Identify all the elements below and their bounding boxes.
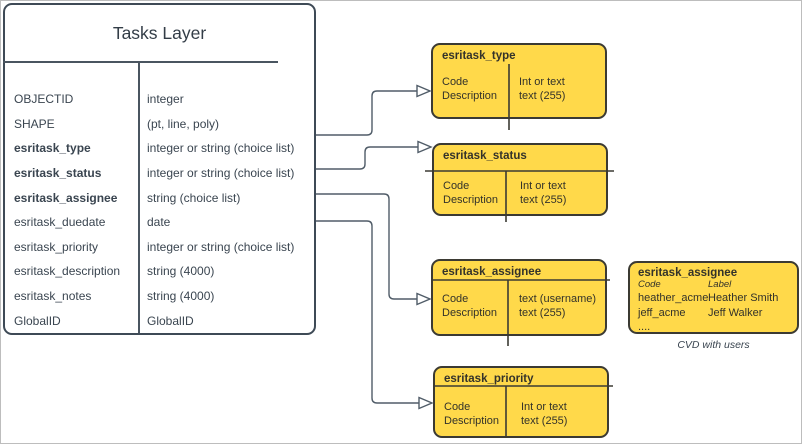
field-name: esritask_assignee — [14, 190, 118, 205]
table-row: esritask_assignee string (choice list) — [5, 185, 314, 210]
cell: Code — [442, 76, 469, 88]
arrowhead-esritask-type — [416, 84, 432, 98]
field-type: (pt, line, poly) — [147, 116, 220, 131]
cell: text (255) — [519, 307, 566, 319]
domain-left-column: Code Description — [433, 292, 510, 320]
field-type: string (choice list) — [147, 190, 241, 205]
table-row: esritask_description string (4000) — [5, 259, 314, 284]
domain-title: esritask_status — [443, 150, 527, 162]
cvd-header-code: Code — [638, 279, 661, 290]
domain-left-column: Code Description — [435, 400, 512, 428]
field-type: GlobalID — [147, 313, 194, 328]
arrowhead-esritask-priority — [418, 396, 434, 410]
domain-right-column: text (username) text (255) — [510, 292, 605, 320]
cell: Code — [442, 293, 469, 305]
field-name: esritask_notes — [14, 289, 92, 304]
table-row: SHAPE (pt, line, poly) — [5, 112, 314, 137]
table-row: GlobalID GlobalID — [5, 308, 314, 333]
field-name: esritask_duedate — [14, 215, 106, 230]
cell: Code — [443, 180, 470, 192]
domain-box-esritask-priority: esritask_priority Code Description Int o… — [433, 366, 609, 438]
cell: text (255) — [519, 90, 566, 102]
domain-title: esritask_type — [442, 50, 516, 62]
cell: text (255) — [520, 194, 567, 206]
cell: Int or text — [521, 401, 567, 413]
domain-right-column: Int or text text (255) — [511, 179, 606, 207]
domain-body: Code Description Int or text text (255) — [433, 75, 605, 103]
field-name: esritask_type — [14, 141, 91, 156]
field-type: string (4000) — [147, 289, 215, 304]
domain-title: esritask_assignee — [442, 266, 542, 278]
arrowhead-esritask-assignee — [416, 292, 432, 306]
field-name: OBJECTID — [14, 92, 74, 107]
table-row: esritask_notes string (4000) — [5, 284, 314, 309]
cvd-code: jeff_acme — [638, 306, 686, 319]
cvd-header-label: Label — [708, 279, 732, 290]
cell: Code — [444, 401, 471, 413]
connector-esritask-assignee — [316, 193, 417, 300]
cell: Description — [443, 194, 499, 206]
table-row: OBJECTID integer — [5, 87, 314, 112]
connector-esritask-type — [316, 90, 417, 136]
field-type: integer — [147, 92, 184, 107]
field-type: integer or string (choice list) — [147, 141, 295, 156]
tasks-layer-table: Tasks Layer OBJECTID integer SHAPE (pt, … — [3, 3, 316, 335]
cell: Int or text — [520, 180, 566, 192]
domain-title: esritask_priority — [444, 373, 534, 385]
table-row: esritask_type integer or string (choice … — [5, 136, 314, 161]
domain-body: Code Description Int or text text (255) — [435, 400, 607, 428]
cell: Description — [442, 90, 498, 102]
field-name: esritask_priority — [14, 239, 99, 254]
domain-box-esritask-assignee: esritask_assignee Code Description text … — [431, 259, 607, 336]
cvd-label: Jeff Walker — [708, 306, 763, 319]
table-row: esritask_duedate date — [5, 210, 314, 235]
domain-box-esritask-type: esritask_type Code Description Int or te… — [431, 43, 607, 119]
cvd-row: heather_acme Heather Smith — [630, 291, 797, 306]
table-rows: OBJECTID integer SHAPE (pt, line, poly) … — [5, 87, 314, 333]
domain-left-column: Code Description — [434, 179, 511, 207]
field-name: SHAPE — [14, 116, 55, 131]
cell: Int or text — [519, 76, 565, 88]
table-title: Tasks Layer — [112, 23, 207, 43]
domain-body: Code Description text (username) text (2… — [433, 292, 605, 320]
cell: Description — [444, 415, 500, 427]
cvd-column-headers: Code Label — [630, 279, 797, 291]
cvd-box-esritask-assignee: esritask_assignee Code Label heather_acm… — [628, 261, 799, 334]
connector-esritask-status — [316, 146, 418, 170]
domain-right-column: Int or text text (255) — [510, 75, 605, 103]
connector-esritask-priority — [316, 220, 419, 404]
cvd-title: esritask_assignee — [638, 267, 738, 279]
table-row: esritask_status integer or string (choic… — [5, 161, 314, 186]
cvd-code: heather_acme — [638, 292, 709, 304]
domain-right-column: Int or text text (255) — [512, 400, 607, 428]
table-row: esritask_priority integer or string (cho… — [5, 235, 314, 260]
arrowhead-esritask-status — [417, 140, 433, 154]
domain-box-esritask-status: esritask_status Code Description Int or … — [432, 143, 608, 216]
domain-left-column: Code Description — [433, 75, 510, 103]
field-type: string (4000) — [147, 264, 215, 279]
domain-body: Code Description Int or text text (255) — [434, 179, 606, 207]
field-type: date — [147, 215, 171, 230]
cvd-row: .... — [630, 320, 797, 335]
cell: text (255) — [521, 415, 568, 427]
field-name: esritask_description — [14, 264, 121, 279]
field-name: GlobalID — [14, 313, 61, 328]
field-type: integer or string (choice list) — [147, 239, 295, 254]
cvd-caption: CVD with users — [677, 339, 750, 351]
cvd-label: Heather Smith — [708, 292, 779, 304]
field-type: integer or string (choice list) — [147, 166, 295, 181]
cvd-row: jeff_acme Jeff Walker — [630, 306, 797, 321]
cell: Description — [442, 307, 498, 319]
cvd-code: .... — [638, 321, 651, 333]
field-name: esritask_status — [14, 166, 102, 181]
cell: text (username) — [519, 293, 597, 305]
